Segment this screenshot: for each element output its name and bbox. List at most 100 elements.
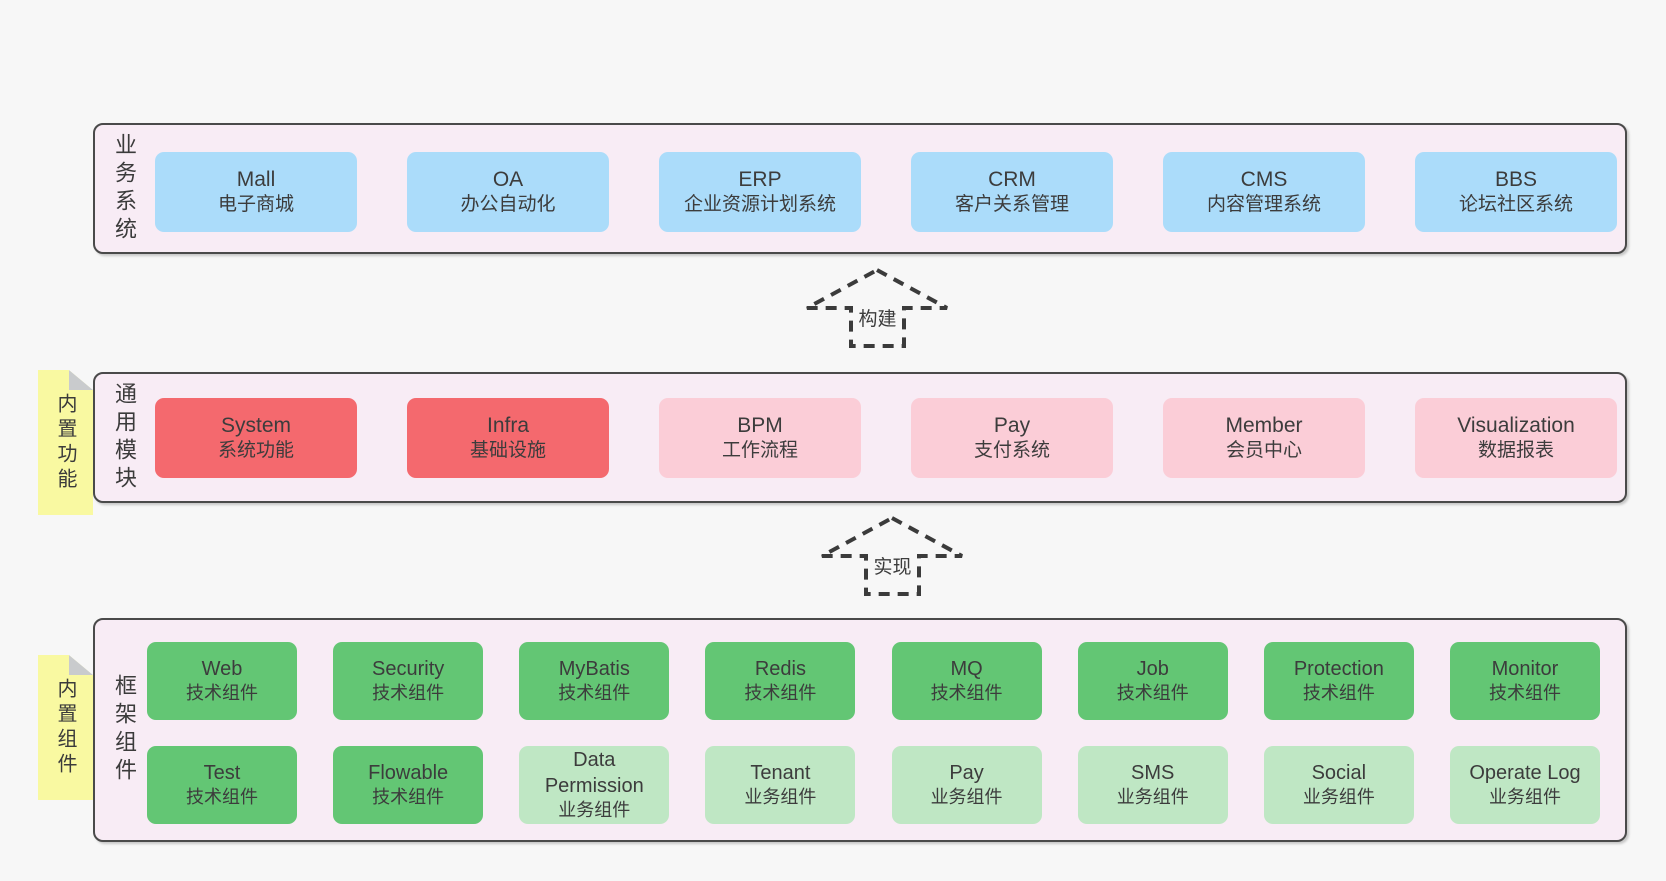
box-desc: 会员中心 [1225, 440, 1302, 462]
box-desc: 技术组件 [186, 683, 258, 704]
box-desc: 技术组件 [930, 683, 1003, 704]
modules-box-row: System 系统功能 Infra 基础设施 BPM 工作流程 Pay 支付系统… [155, 398, 1617, 478]
box-cms: CMS 内容管理系统 [1163, 152, 1365, 232]
band-framework-components: 框架组件 Web 技术组件 Security 技术组件 MyBatis 技术组件… [93, 618, 1627, 842]
sticky-tab-built-in-features: 内置功能 [38, 370, 93, 515]
business-box-row: Mall 电子商城 OA 办公自动化 ERP 企业资源计划系统 CRM 客户关系… [155, 152, 1617, 232]
sticky-tab-built-in-components: 内置组件 [38, 655, 93, 800]
box-desc: 技术组件 [186, 787, 258, 808]
box-desc: 业务组件 [930, 787, 1003, 808]
components-row-2: Test 技术组件 Flowable 技术组件 Data Permission … [147, 746, 1600, 824]
box-name: Web [201, 658, 243, 681]
box-desc: 工作流程 [721, 440, 798, 462]
box-name: Monitor [1491, 658, 1559, 681]
box-erp: ERP 企业资源计划系统 [659, 152, 861, 232]
box-security: Security 技术组件 [333, 642, 484, 720]
band-label-business: 业务系统 [112, 132, 137, 245]
band-business-systems: 业务系统 Mall 电子商城 OA 办公自动化 ERP 企业资源计划系统 CRM… [93, 123, 1627, 254]
box-name: ERP [738, 168, 782, 191]
box-name: MQ [950, 658, 983, 681]
box-pay-business: Pay 业务组件 [891, 746, 1042, 824]
box-name: Protection [1293, 658, 1384, 681]
band-label-components: 框架组件 [112, 674, 137, 786]
box-name: Redis [754, 658, 806, 681]
band-common-modules: 通用模块 System 系统功能 Infra 基础设施 BPM 工作流程 Pay… [93, 372, 1627, 503]
box-name: Operate Log [1469, 762, 1581, 785]
box-bpm: BPM 工作流程 [659, 398, 861, 478]
box-flowable: Flowable 技术组件 [333, 746, 484, 824]
box-desc: 技术组件 [372, 787, 445, 808]
box-desc: 业务组件 [1116, 787, 1189, 808]
band-label-modules: 通用模块 [112, 381, 137, 494]
box-operate-log: Operate Log 业务组件 [1449, 746, 1600, 824]
box-crm: CRM 客户关系管理 [911, 152, 1113, 232]
box-name: BBS [1494, 168, 1538, 191]
box-name: Flowable [368, 762, 449, 785]
implement-arrow-label: 实现 [870, 557, 915, 579]
box-name: Social [1311, 762, 1367, 785]
box-desc: 论坛社区系统 [1458, 194, 1573, 216]
box-desc: 办公自动化 [460, 194, 556, 216]
box-visualization: Visualization 数据报表 [1415, 398, 1617, 478]
box-mall: Mall 电子商城 [155, 152, 357, 232]
box-tenant: Tenant 业务组件 [705, 746, 856, 824]
box-name: Test [203, 762, 241, 785]
box-name: CMS [1240, 168, 1288, 191]
box-name: MyBatis [558, 658, 630, 681]
box-data-permission: Data Permission 业务组件 [519, 746, 670, 824]
box-desc: 业务组件 [558, 800, 631, 821]
box-name: Visualization [1457, 414, 1575, 437]
box-mybatis: MyBatis 技术组件 [519, 642, 670, 720]
box-pay: Pay 支付系统 [911, 398, 1113, 478]
box-bbs: BBS 论坛社区系统 [1415, 152, 1617, 232]
implement-arrow-icon: 实现 [820, 515, 965, 596]
box-system: System 系统功能 [155, 398, 357, 478]
box-desc: 技术组件 [744, 683, 817, 704]
box-name: Tenant [750, 762, 811, 785]
box-mq: MQ 技术组件 [891, 642, 1042, 720]
sticky-tab-label: 内置组件 [54, 677, 76, 778]
box-job: Job 技术组件 [1077, 642, 1228, 720]
box-name: CRM [988, 168, 1036, 191]
box-desc: 内容管理系统 [1206, 194, 1321, 216]
box-desc: 基础设施 [469, 440, 546, 462]
box-desc: 技术组件 [1488, 683, 1561, 704]
box-desc: 支付系统 [973, 440, 1050, 462]
components-row-1: Web 技术组件 Security 技术组件 MyBatis 技术组件 Redi… [147, 642, 1600, 720]
box-name: Security [372, 658, 445, 681]
box-name: System [220, 414, 291, 437]
box-name: Member [1225, 414, 1303, 437]
folded-corner-icon [69, 655, 93, 675]
box-desc: 客户关系管理 [954, 194, 1069, 216]
box-desc: 技术组件 [558, 683, 631, 704]
folded-corner-icon [69, 370, 93, 390]
box-protection: Protection 技术组件 [1263, 642, 1414, 720]
box-web: Web 技术组件 [147, 642, 297, 720]
box-name: Pay [949, 762, 984, 785]
box-test: Test 技术组件 [147, 746, 297, 824]
box-infra: Infra 基础设施 [407, 398, 609, 478]
box-social: Social 业务组件 [1263, 746, 1414, 824]
box-desc: 系统功能 [217, 440, 294, 462]
box-name: Infra [486, 414, 530, 437]
box-desc: 业务组件 [1302, 787, 1375, 808]
build-arrow-icon: 构建 [805, 267, 950, 348]
box-desc: 业务组件 [744, 787, 817, 808]
box-name: BPM [737, 414, 783, 437]
box-desc: 技术组件 [1302, 683, 1375, 704]
sticky-tab-label: 内置功能 [54, 392, 76, 493]
box-name: Data Permission [544, 749, 644, 798]
box-desc: 业务组件 [1488, 787, 1561, 808]
box-redis: Redis 技术组件 [705, 642, 856, 720]
box-member: Member 会员中心 [1163, 398, 1365, 478]
box-oa: OA 办公自动化 [407, 152, 609, 232]
box-sms: SMS 业务组件 [1077, 746, 1228, 824]
box-desc: 技术组件 [1116, 683, 1189, 704]
box-name: SMS [1131, 762, 1175, 785]
box-name: Mall [236, 168, 276, 191]
box-desc: 企业资源计划系统 [683, 194, 836, 216]
box-desc: 数据报表 [1477, 440, 1554, 462]
box-monitor: Monitor 技术组件 [1449, 642, 1600, 720]
box-name: OA [492, 168, 524, 191]
